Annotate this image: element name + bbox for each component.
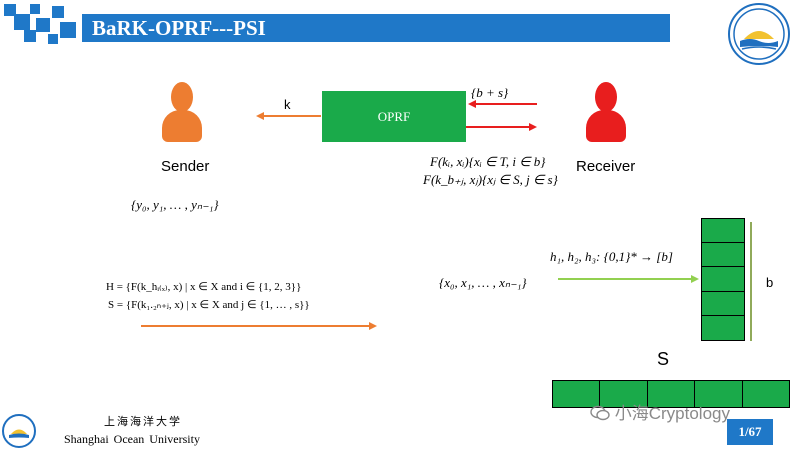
watermark-text: 小海Cryptology xyxy=(614,404,730,423)
university-logo-icon xyxy=(2,414,36,448)
stash-label: S xyxy=(657,349,670,369)
slide-title: BaRK-OPRF---PSI xyxy=(82,14,670,42)
sender-person-icon xyxy=(162,82,202,144)
stash-table xyxy=(552,380,790,408)
formula-S: S = {F(k₁.₂ₙ₊ⱼ, x) | x ∈ X and j ∈ {1, …… xyxy=(108,299,310,311)
oprf-output-line1: F(kᵢ, xᵢ){xᵢ ∈ T, i ∈ b} xyxy=(430,154,546,169)
hash-function-label: h₁, h₂, h₃: {0,1}* → [b] xyxy=(550,249,673,264)
receiver-person-icon xyxy=(586,82,626,144)
page-number: 1/67 xyxy=(727,419,773,445)
sender-label: Sender xyxy=(161,158,210,175)
k-label: k xyxy=(284,97,291,112)
sender-set: {y₀, y₁, … , yₙ₋₁} xyxy=(131,197,219,212)
oprf-box: OPRF xyxy=(322,91,466,142)
hash-table xyxy=(701,218,745,341)
stash-bin xyxy=(695,381,743,407)
table-size-label: b xyxy=(766,275,774,290)
university-logo-icon xyxy=(728,3,790,65)
stash-bin xyxy=(742,381,790,407)
hash-table-bin xyxy=(702,243,744,268)
wechat-icon xyxy=(590,405,610,421)
university-name-cn: 上海海洋大学 xyxy=(104,416,182,428)
header-decoration xyxy=(0,0,80,48)
hash-table-bin xyxy=(702,219,744,244)
watermark: 小海Cryptology xyxy=(590,399,730,424)
formula-H: H = {F(k_hᵢ₍ₓ₎, x) | x ∈ X and i ∈ {1, 2… xyxy=(106,281,302,293)
receiver-label: Receiver xyxy=(576,158,636,175)
hash-table-bin xyxy=(702,291,744,316)
stash-bin xyxy=(600,381,648,407)
receiver-set: {x₀, x₁, … , xₙ₋₁} xyxy=(439,275,527,290)
stash-bin xyxy=(647,381,696,407)
university-name-en: Shanghai Ocean University xyxy=(64,432,200,446)
oprf-output-line2: F(k_b₊ⱼ, xⱼ){xⱼ ∈ S, j ∈ s} xyxy=(423,172,558,187)
oprf-input-label: {b + s} xyxy=(471,85,509,100)
hash-table-bin xyxy=(702,315,744,340)
hash-table-bin xyxy=(702,267,744,292)
stash-bin xyxy=(553,381,601,407)
